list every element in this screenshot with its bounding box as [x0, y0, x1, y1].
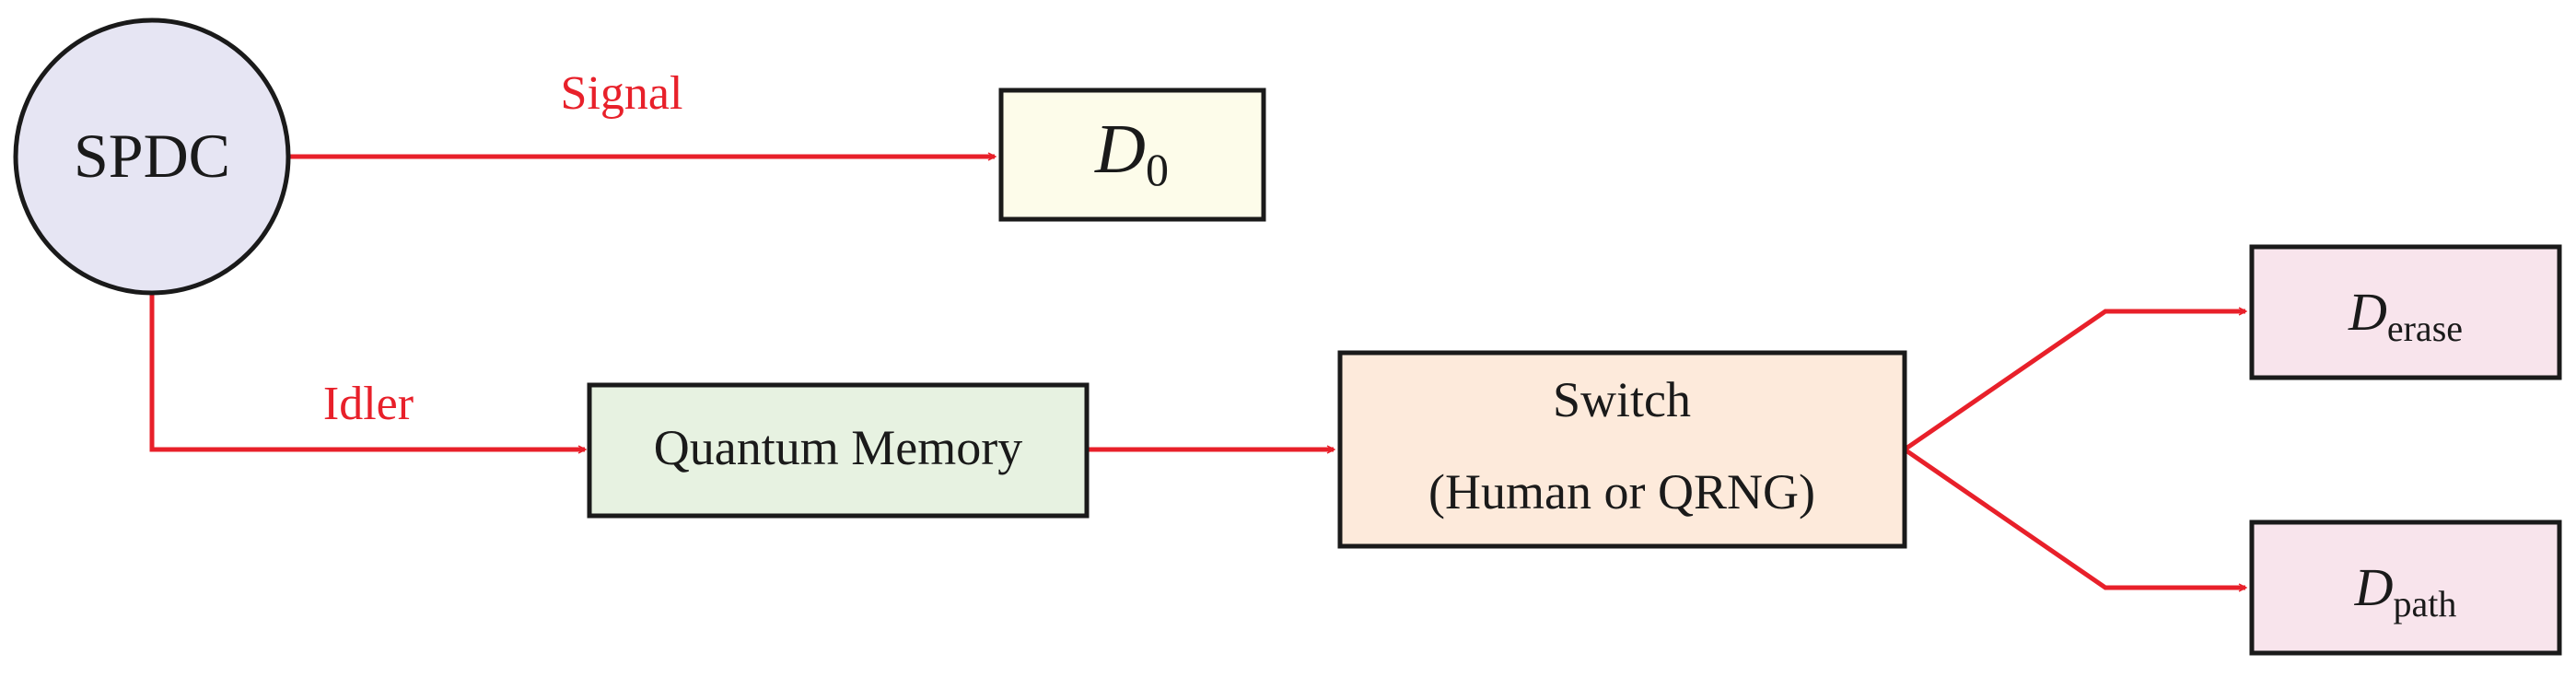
- signal-label: Signal: [561, 67, 683, 120]
- quantum-memory-node: Quantum Memory: [587, 382, 1090, 519]
- switch-to-erase-arrow: [1903, 311, 2245, 452]
- detector-path-label: Dpath: [2354, 557, 2457, 624]
- quantum-memory-label: Quantum Memory: [654, 420, 1022, 475]
- switch-to-path-arrow: [1903, 447, 2245, 588]
- switch-box: [1337, 350, 1907, 549]
- detector-path-sub: path: [2394, 583, 2457, 624]
- detector-d0-box: [998, 88, 1266, 222]
- detector-erase-node: Derase: [2249, 244, 2562, 380]
- switch-label-line2: (Human or QRNG): [1428, 464, 1815, 519]
- detector-erase-box: [2249, 244, 2562, 380]
- quantum-memory-box: [587, 382, 1090, 519]
- detector-erase-label: Derase: [2348, 282, 2463, 349]
- detector-d0-main: D: [1094, 111, 1146, 188]
- detector-erase-sub: erase: [2387, 308, 2463, 349]
- detector-d0-label: D0: [1094, 111, 1169, 195]
- spdc-circle: [13, 18, 291, 296]
- detector-erase-main: D: [2348, 282, 2387, 342]
- detector-path-main: D: [2354, 557, 2394, 617]
- detector-path-node: Dpath: [2249, 519, 2562, 656]
- switch-node: Switch (Human or QRNG): [1337, 350, 1907, 549]
- detector-d0-sub: 0: [1146, 144, 1169, 195]
- idler-arrow: [149, 293, 585, 449]
- detector-d0-node: D0: [998, 88, 1266, 222]
- idler-label: Idler: [323, 378, 414, 430]
- switch-label-line1: Switch: [1553, 372, 1691, 427]
- detector-path-box: [2249, 519, 2562, 656]
- edges: [149, 157, 2245, 588]
- spdc-label: SPDC: [74, 121, 230, 191]
- spdc-source-node: SPDC: [13, 18, 291, 296]
